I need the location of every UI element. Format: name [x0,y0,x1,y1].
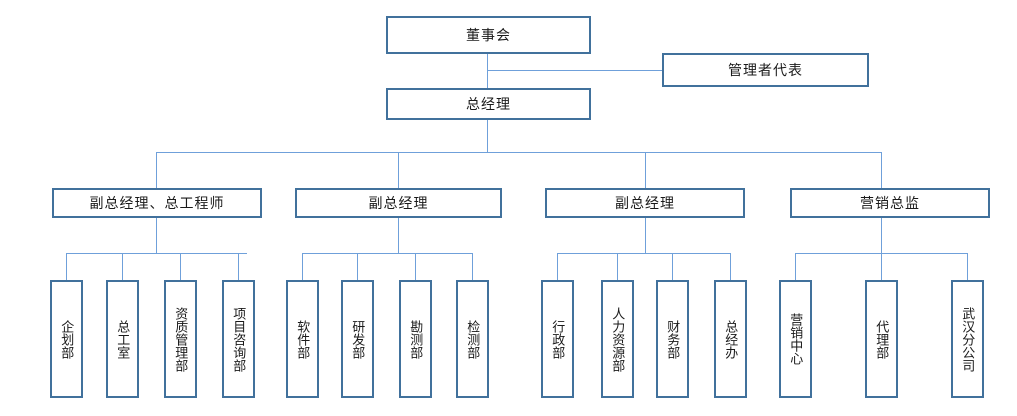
connector-drop-g3-2 [617,253,618,280]
connector-exec3-stem [645,218,646,253]
connector-drop-g1-4 [238,253,239,280]
connector-drop-exec-3 [645,152,646,188]
node-executive-vgm-2[interactable]: 副总经理 [295,188,502,218]
node-department-planning[interactable]: 企划部 [50,280,83,398]
connector-drop-g1-1 [66,253,67,280]
node-executive-vgm-3[interactable]: 副总经理 [545,188,745,218]
connector-drop-g4-3 [967,253,968,280]
node-executive-vgm-chief-engineer[interactable]: 副总经理、总工程师 [52,188,262,218]
connector-drop-g3-3 [672,253,673,280]
connector-group2-bus [302,253,472,254]
node-department-qualification-management[interactable]: 资质管理部 [164,280,197,398]
node-department-wuhan-branch[interactable]: 武汉分公司 [951,280,984,398]
node-board[interactable]: 董事会 [386,16,591,54]
node-department-software[interactable]: 软件部 [286,280,319,398]
connector-drop-g4-2 [881,253,882,280]
node-department-finance[interactable]: 财务部 [656,280,689,398]
connector-drop-g2-1 [302,253,303,280]
connector-board-to-gm [487,54,488,88]
connector-exec2-stem [398,218,399,253]
node-department-chief-engineer-office[interactable]: 总工室 [106,280,139,398]
connector-group1-bus [66,253,247,254]
connector-drop-exec-1 [156,152,157,188]
connector-drop-g2-3 [415,253,416,280]
connector-board-to-management-rep [487,70,662,71]
connector-drop-exec-4 [881,152,882,188]
connector-drop-exec-2 [398,152,399,188]
connector-drop-g3-4 [730,253,731,280]
node-general-manager[interactable]: 总经理 [386,88,591,120]
node-executive-marketing-director[interactable]: 营销总监 [790,188,990,218]
connector-group3-bus [557,253,730,254]
node-department-research-development[interactable]: 研发部 [341,280,374,398]
connector-drop-g1-2 [122,253,123,280]
connector-exec4-stem [881,218,882,253]
node-department-survey[interactable]: 勘测部 [399,280,432,398]
connector-gm-stem [487,120,488,152]
connector-drop-g2-2 [357,253,358,280]
node-department-marketing-center[interactable]: 营销中心 [779,280,812,398]
connector-executive-bus [156,152,881,153]
connector-drop-g2-4 [472,253,473,280]
node-department-project-consulting[interactable]: 项目咨询部 [222,280,255,398]
node-department-human-resources[interactable]: 人力资源部 [601,280,634,398]
node-department-agency[interactable]: 代理部 [865,280,898,398]
connector-drop-g1-3 [180,253,181,280]
connector-exec1-stem [156,218,157,253]
connector-drop-g3-1 [557,253,558,280]
node-management-representative[interactable]: 管理者代表 [662,53,869,87]
node-department-general-manager-office[interactable]: 总经办 [714,280,747,398]
node-department-administration[interactable]: 行政部 [541,280,574,398]
connector-drop-g4-1 [795,253,796,280]
node-department-testing[interactable]: 检测部 [456,280,489,398]
